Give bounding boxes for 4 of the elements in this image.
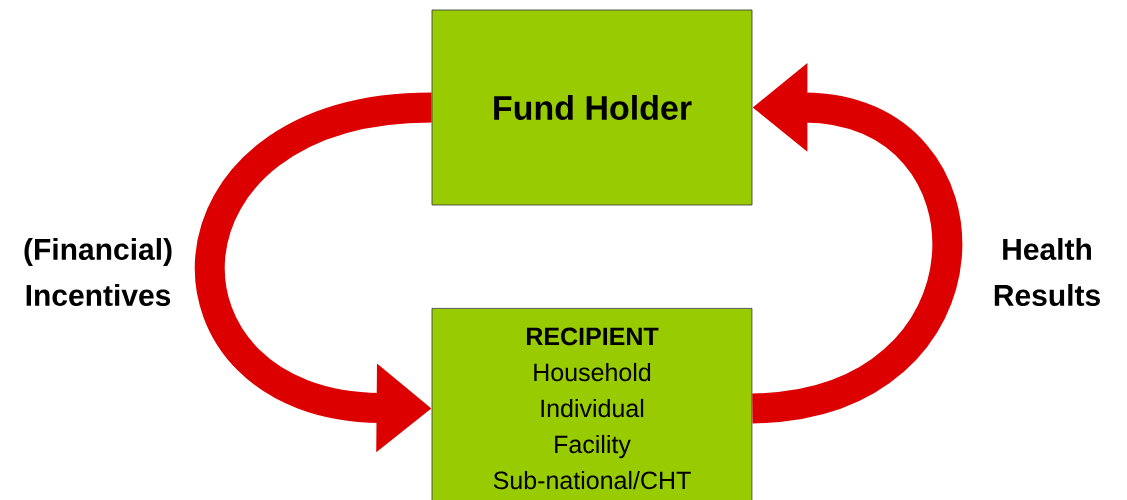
- edge-label: Health Results: [994, 237, 1100, 306]
- edge-label: (Financial) Incentives: [24, 237, 172, 306]
- recipient-box: RECIPIENT Household Individual Facility Sub-national/CHT: [431, 308, 753, 500]
- fund-holder-box: Fund Holder: [431, 9, 753, 206]
